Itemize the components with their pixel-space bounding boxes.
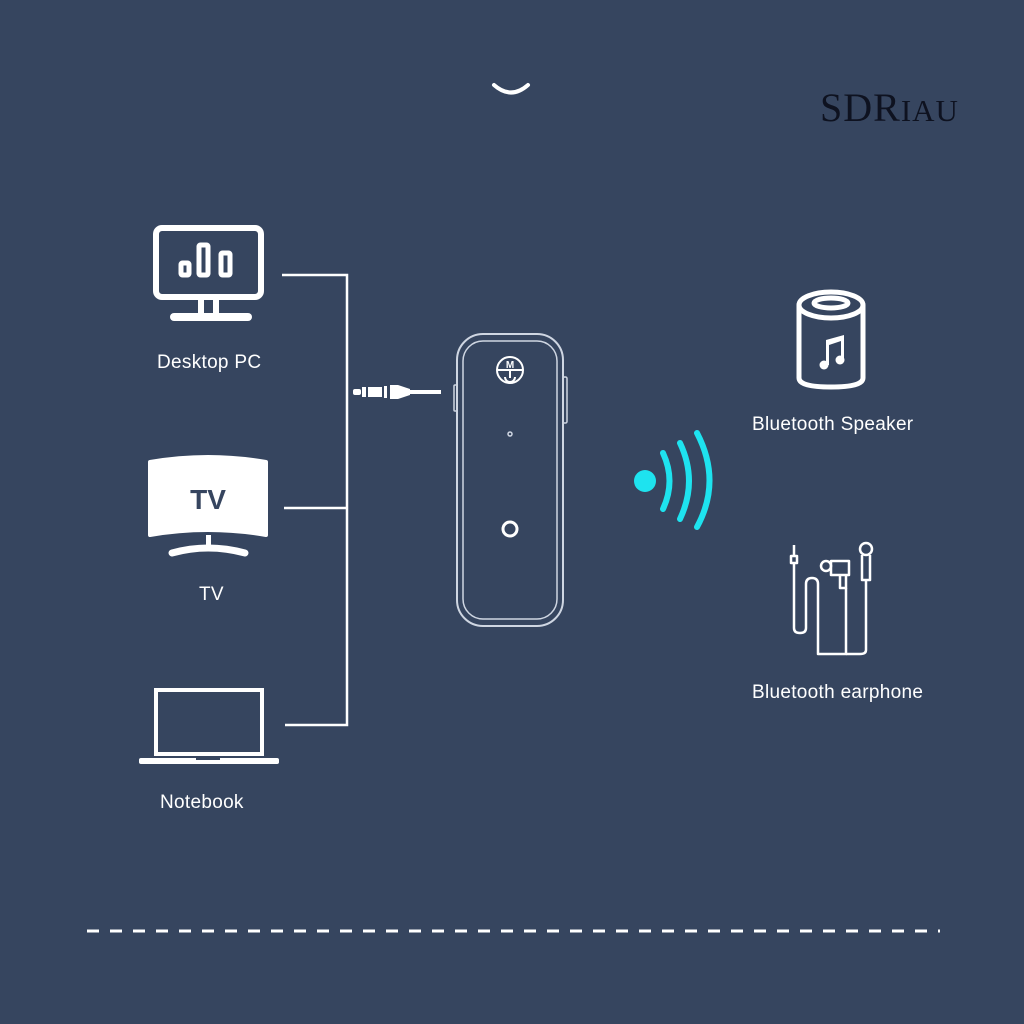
source-label-desktop-pc: Desktop PC <box>157 352 262 373</box>
brand-logo-small: IAU <box>900 93 959 128</box>
brand-logo: SDRIAU <box>820 84 959 131</box>
source-label-notebook: Notebook <box>160 792 244 813</box>
target-label-bluetooth-speaker: Bluetooth Speaker <box>752 414 914 435</box>
led-indicator-icon <box>507 431 513 437</box>
target-label-bluetooth-earphone: Bluetooth earphone <box>752 682 924 703</box>
mode-power-button-icon <box>496 356 524 384</box>
tv-screen-text: TV <box>190 484 226 515</box>
mic-hole-icon <box>501 520 519 538</box>
device-button-text: M <box>506 360 514 371</box>
brand-logo-large: SDR <box>820 85 901 130</box>
source-label-tv: TV <box>199 584 224 605</box>
